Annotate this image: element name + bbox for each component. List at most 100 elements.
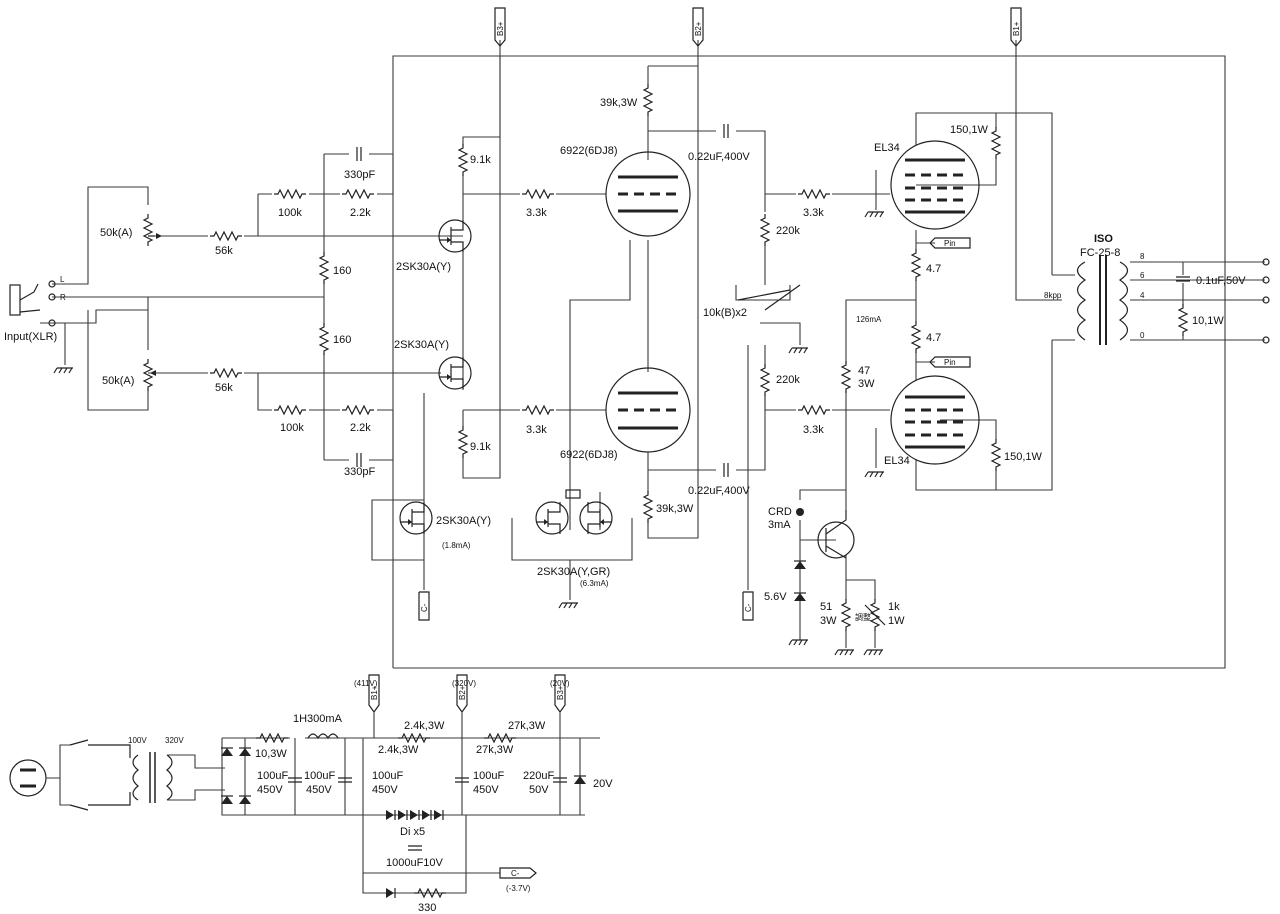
label-input-xlr: Input(XLR) bbox=[4, 331, 57, 343]
label-39k-top: 39k,3W bbox=[600, 97, 638, 109]
label-160-b: 160 bbox=[333, 334, 351, 346]
label-fet-bot: 2SK30A(Y) bbox=[436, 515, 491, 527]
label-pin-2: Pin bbox=[944, 358, 956, 367]
label-22k-top: 2.2k bbox=[350, 207, 371, 219]
label-8kpp: 8kpp bbox=[1044, 291, 1062, 300]
label-r: R bbox=[60, 293, 66, 302]
label-450v-d: 450V bbox=[473, 784, 499, 796]
label-330: 330 bbox=[418, 902, 436, 914]
label-411v: (411V) bbox=[354, 679, 378, 688]
output-transformer bbox=[1076, 255, 1270, 345]
label-100uf-a: 100uF bbox=[257, 770, 288, 782]
label-crd: CRD bbox=[768, 506, 792, 518]
label-tap-4: 4 bbox=[1140, 291, 1145, 300]
power-supply bbox=[9, 674, 600, 899]
label-47-3w: 47 bbox=[858, 365, 870, 377]
label-1000uf: 1000uF10V bbox=[386, 857, 444, 869]
bias-section bbox=[558, 211, 886, 656]
label-450v-a: 450V bbox=[257, 784, 283, 796]
label-022uf-bot: 0.22uF,400V bbox=[688, 485, 750, 497]
label-100k-top: 100k bbox=[278, 207, 302, 219]
label-220uf: 220uF bbox=[523, 770, 554, 782]
label-100uf-d: 100uF bbox=[473, 770, 504, 782]
label-50k-top: 50k(A) bbox=[100, 227, 132, 239]
label-c-minus-ps: C- bbox=[511, 869, 520, 878]
label-33k-c: 3.3k bbox=[526, 424, 547, 436]
label-37v: (-3.7V) bbox=[506, 884, 531, 893]
label-10-3w: 10,3W bbox=[255, 748, 287, 760]
label-fc258: FC-25-8 bbox=[1080, 247, 1120, 259]
label-47-b: 4.7 bbox=[926, 332, 941, 344]
label-320v-tr: 320V bbox=[165, 736, 184, 745]
label-51-3w: 3W bbox=[820, 615, 837, 627]
label-51: 51 bbox=[820, 601, 832, 613]
label-1k: 1k bbox=[888, 601, 900, 613]
label-33k-d: 3.3k bbox=[803, 424, 824, 436]
label-1k-1w: 1W bbox=[888, 615, 905, 627]
label-fet-pair: 2SK30A(Y,GR) bbox=[537, 566, 610, 578]
label-18ma: (1.8mA) bbox=[442, 541, 471, 550]
label-pin-1: Pin bbox=[944, 239, 956, 248]
fets bbox=[399, 219, 613, 535]
label-tap-6: 6 bbox=[1140, 271, 1145, 280]
tubes bbox=[605, 140, 980, 465]
label-l: L bbox=[60, 275, 65, 284]
label-56v: 5.6V bbox=[764, 591, 787, 603]
label-fet-top: 2SK30A(Y) bbox=[396, 261, 451, 273]
label-56k-bot: 56k bbox=[215, 382, 233, 394]
label-10-1w: 10,1W bbox=[1192, 315, 1224, 327]
volume-pots bbox=[143, 213, 162, 392]
label-b3-ps: B3+ bbox=[556, 685, 565, 700]
label-6922-bot: 6922(6DJ8) bbox=[560, 449, 617, 461]
rail-flags bbox=[418, 7, 1022, 621]
label-b1-ps: B1+ bbox=[370, 685, 379, 700]
label-c-minus-2: C- bbox=[744, 603, 753, 612]
label-450v-c: 450V bbox=[372, 784, 398, 796]
label-6922-top: 6922(6DJ8) bbox=[560, 145, 617, 157]
label-160-a: 160 bbox=[333, 265, 351, 277]
label-27k-b: 27k,3W bbox=[476, 744, 514, 756]
label-47-a: 4.7 bbox=[926, 263, 941, 275]
label-27k-a: 27k,3W bbox=[508, 720, 546, 732]
label-3w: 3W bbox=[858, 378, 875, 390]
label-di-x5: Di x5 bbox=[400, 826, 425, 838]
label-450v-b: 450V bbox=[306, 784, 332, 796]
label-022uf-top: 0.22uF,400V bbox=[688, 151, 750, 163]
label-20v-zener: 20V bbox=[593, 778, 613, 790]
label-56k-top: 56k bbox=[215, 245, 233, 257]
label-b1-top: B1+ bbox=[1012, 21, 1021, 36]
label-tap-8: 8 bbox=[1140, 252, 1145, 261]
label-330pf-bot: 330pF bbox=[344, 466, 375, 478]
label-150-top: 150,1W bbox=[950, 124, 989, 136]
input-jack bbox=[9, 280, 74, 374]
label-fet-mid: 2SK30A(Y) bbox=[394, 339, 449, 351]
label-inductor: 1H300mA bbox=[293, 713, 343, 725]
label-22k-bot: 2.2k bbox=[350, 422, 371, 434]
label-126ma: 126mA bbox=[856, 315, 882, 324]
label-220k-bot: 220k bbox=[776, 374, 800, 386]
label-tap-0: 0 bbox=[1140, 331, 1145, 340]
label-91k-bot: 9.1k bbox=[470, 441, 491, 453]
label-b3-top: B3+ bbox=[496, 21, 505, 36]
label-10kb-pot: 10k(B)x2 bbox=[703, 307, 747, 319]
label-91k-top: 9.1k bbox=[470, 154, 491, 166]
label-100k-bot: 100k bbox=[280, 422, 304, 434]
label-50v: 50V bbox=[529, 784, 549, 796]
label-iso: ISO bbox=[1094, 233, 1113, 245]
label-b2-ps: B2+ bbox=[458, 685, 467, 700]
label-63ma: (6.3mA) bbox=[580, 579, 609, 588]
resistors bbox=[209, 83, 1188, 632]
label-320v: (320V) bbox=[452, 679, 476, 688]
label-50k-bot: 50k(A) bbox=[102, 375, 134, 387]
label-el34-bot: EL34 bbox=[884, 455, 910, 467]
label-24k-a: 2.4k,3W bbox=[404, 720, 445, 732]
label-100uf-b: 100uF bbox=[304, 770, 335, 782]
main-wiring bbox=[52, 40, 1265, 669]
label-adjust: 調整 bbox=[855, 612, 871, 622]
label-3ma: 3mA bbox=[768, 519, 791, 531]
label-100v: 100V bbox=[128, 736, 147, 745]
label-c-minus-1: C- bbox=[420, 603, 429, 612]
label-33k-a: 3.3k bbox=[526, 207, 547, 219]
label-220k-top: 220k bbox=[776, 225, 800, 237]
